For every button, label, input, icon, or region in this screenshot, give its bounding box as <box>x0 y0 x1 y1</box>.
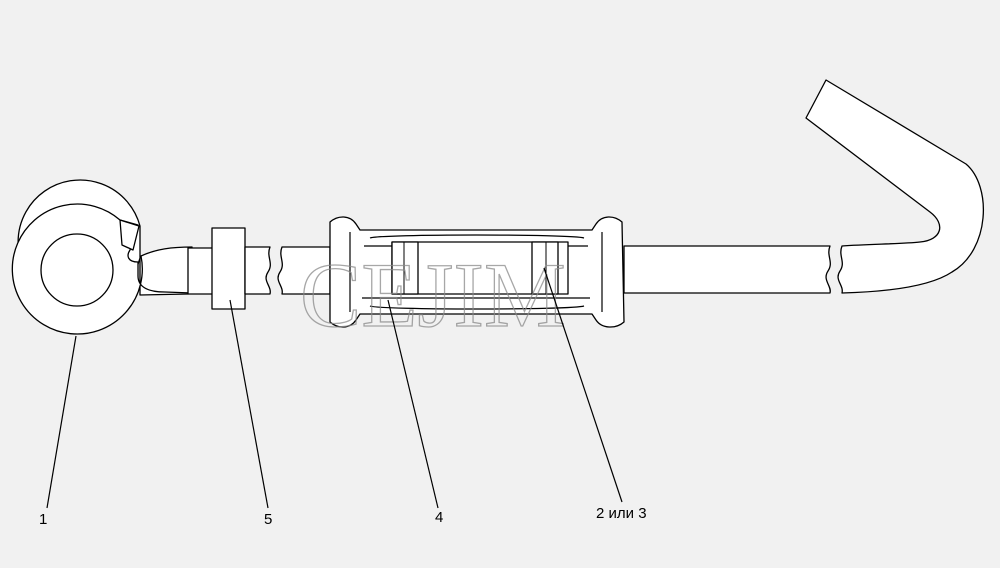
watermark: CEJIM <box>300 244 566 346</box>
label-part-4: 4 <box>435 509 443 526</box>
eye-bolt-shank <box>187 247 215 295</box>
label-part-1: 1 <box>39 511 47 528</box>
hook <box>805 79 984 294</box>
leader-line-1 <box>46 335 77 509</box>
eye-bolt <box>11 179 193 335</box>
leader-line-5 <box>229 299 269 509</box>
leader-line-2-or-3 <box>543 267 623 503</box>
right-rod <box>623 245 831 294</box>
nut <box>211 227 246 310</box>
leader-line-4 <box>387 299 439 509</box>
label-part-2-or-3: 2 или 3 <box>596 505 647 522</box>
label-part-5: 5 <box>264 511 272 528</box>
turnbuckle-body <box>329 216 625 328</box>
left-rod <box>244 246 331 295</box>
